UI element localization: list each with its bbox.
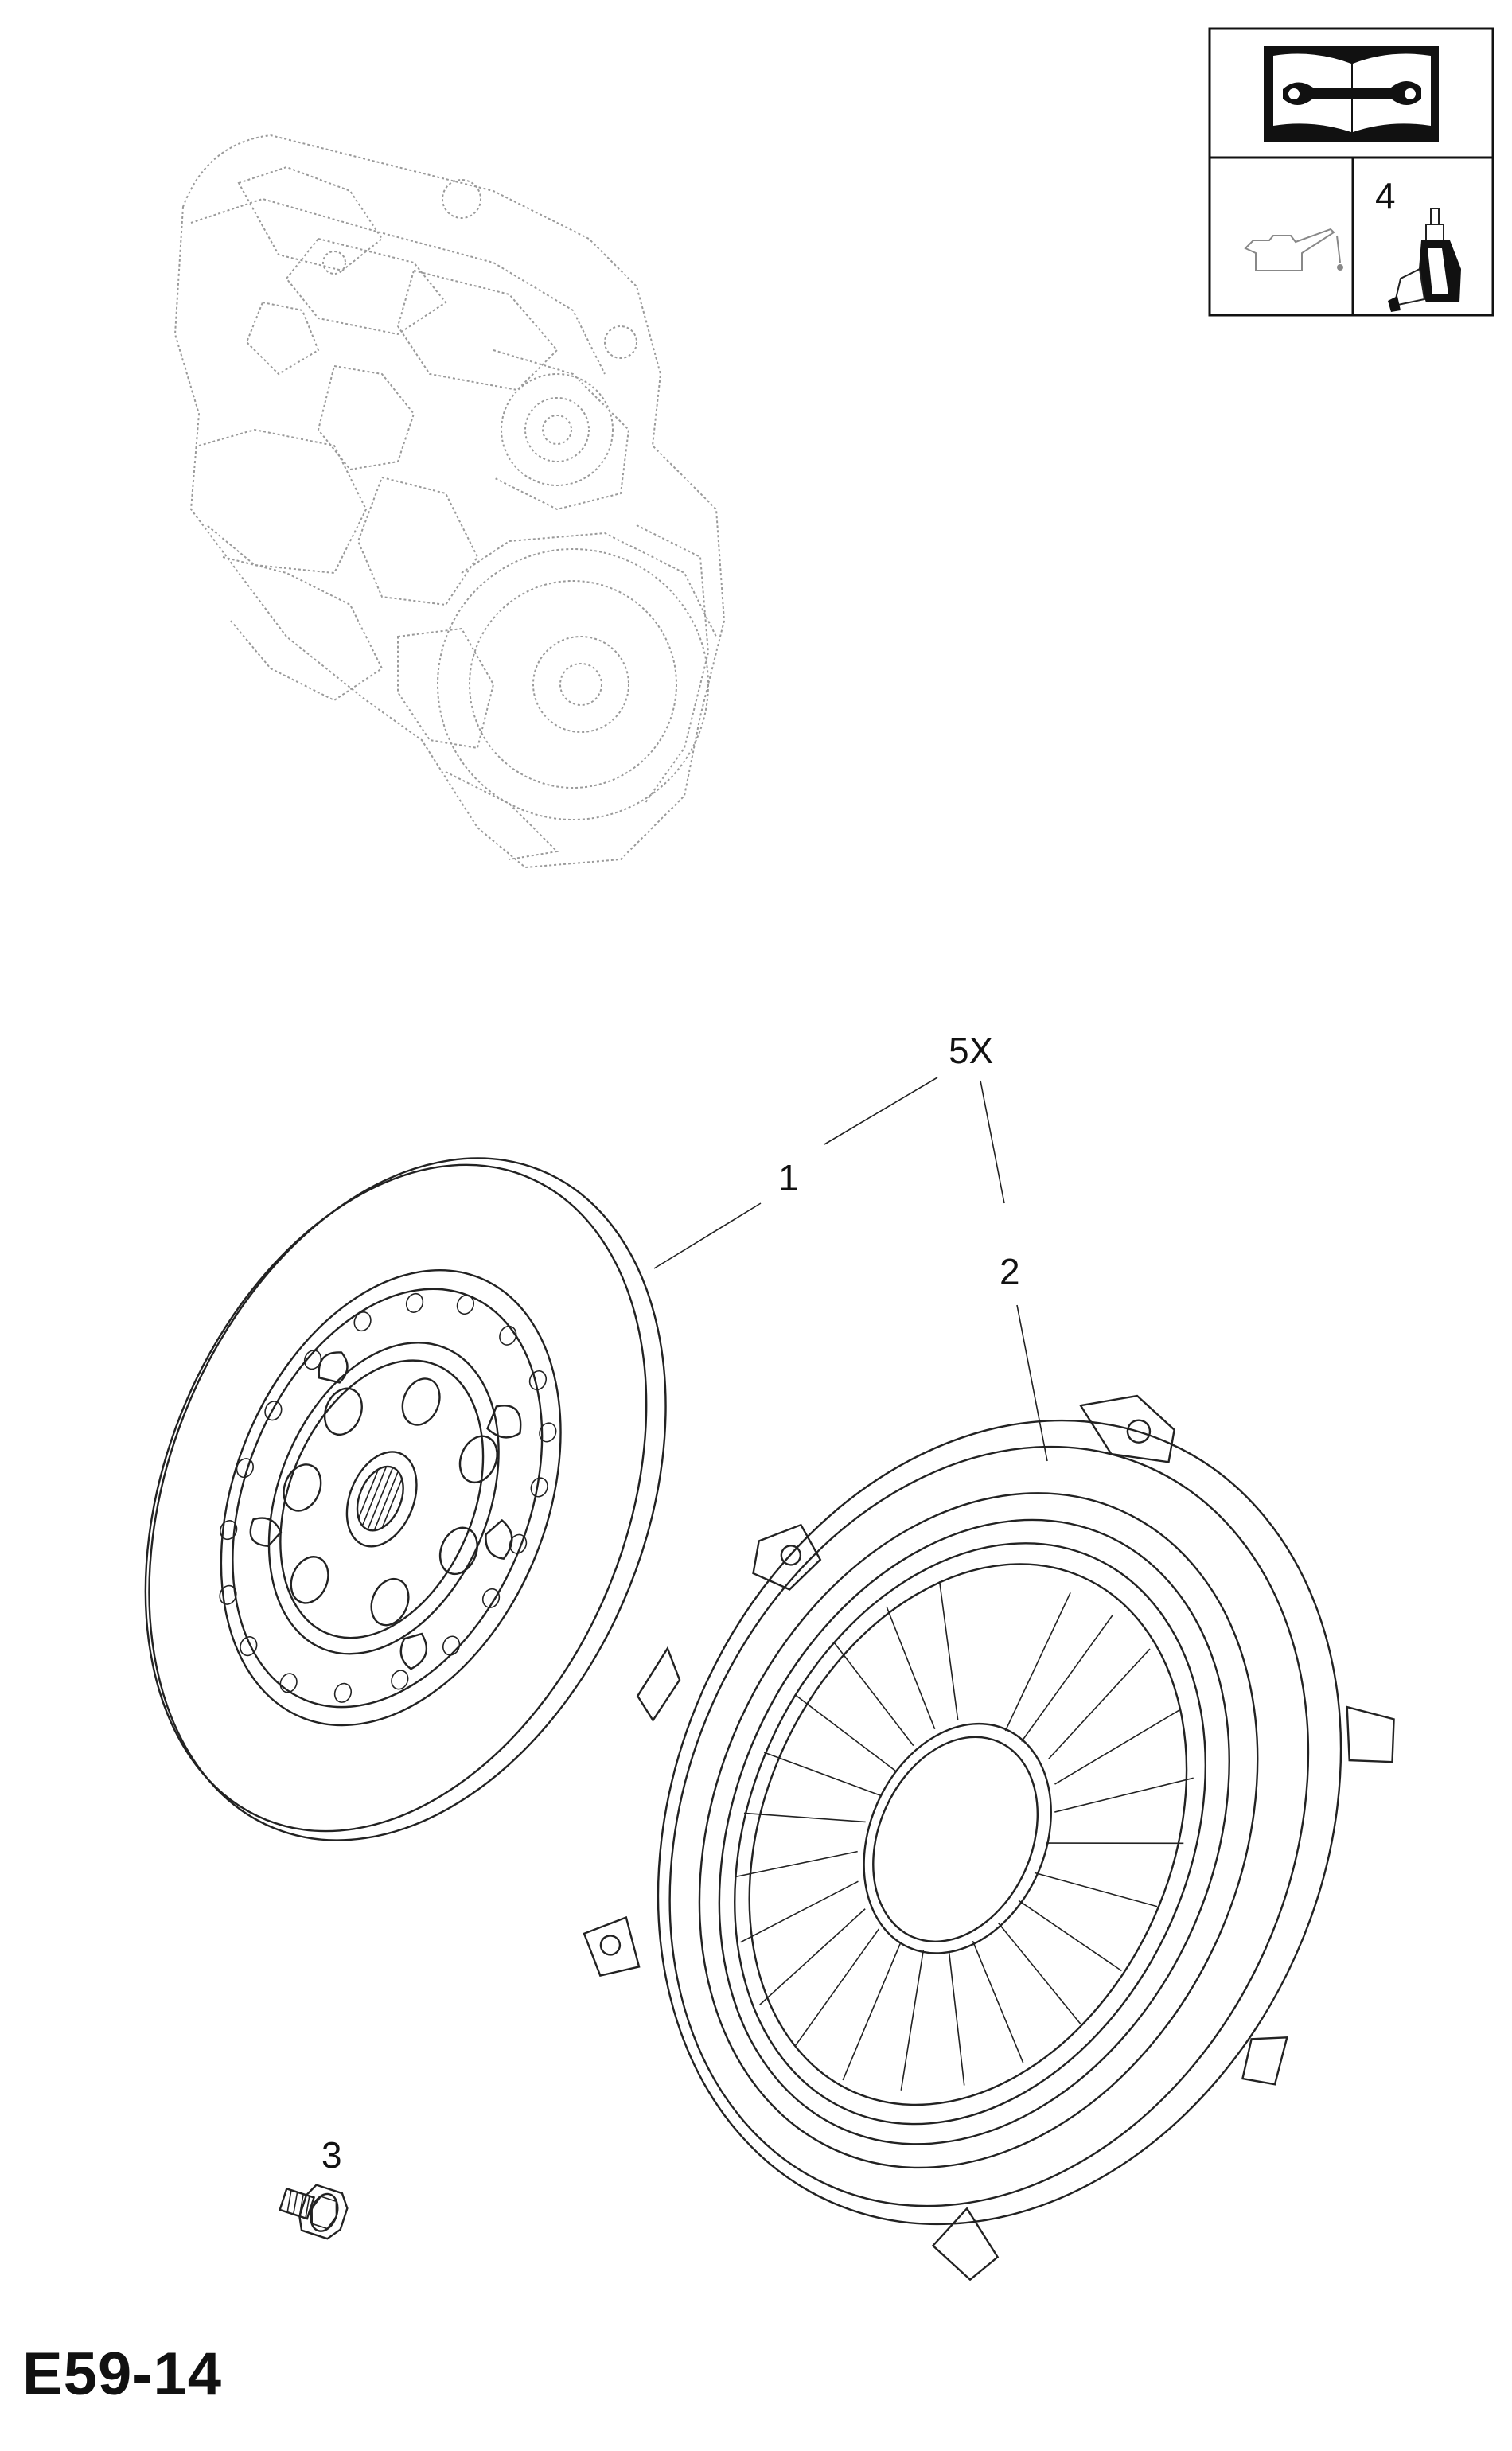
callout-1: 1 (778, 1157, 799, 1198)
engine-reference-illustration (173, 134, 726, 869)
book-wrench-icon (1264, 46, 1439, 142)
leader-lines (653, 1077, 1048, 1462)
adhesive-bottle-icon (1388, 208, 1461, 312)
clutch-disc (144, 1157, 667, 1841)
pressure-plate (583, 1394, 1395, 2281)
callout-4: 4 (1375, 175, 1396, 216)
callout-3: 3 (321, 2134, 342, 2176)
figure-id: E59-14 (22, 2340, 223, 2408)
bolt (279, 2184, 349, 2240)
callout-2: 2 (1000, 1251, 1020, 1292)
oil-can-icon (1244, 228, 1343, 271)
callout-5x: 5X (949, 1030, 993, 1071)
legend-box: 4 (1208, 27, 1494, 317)
